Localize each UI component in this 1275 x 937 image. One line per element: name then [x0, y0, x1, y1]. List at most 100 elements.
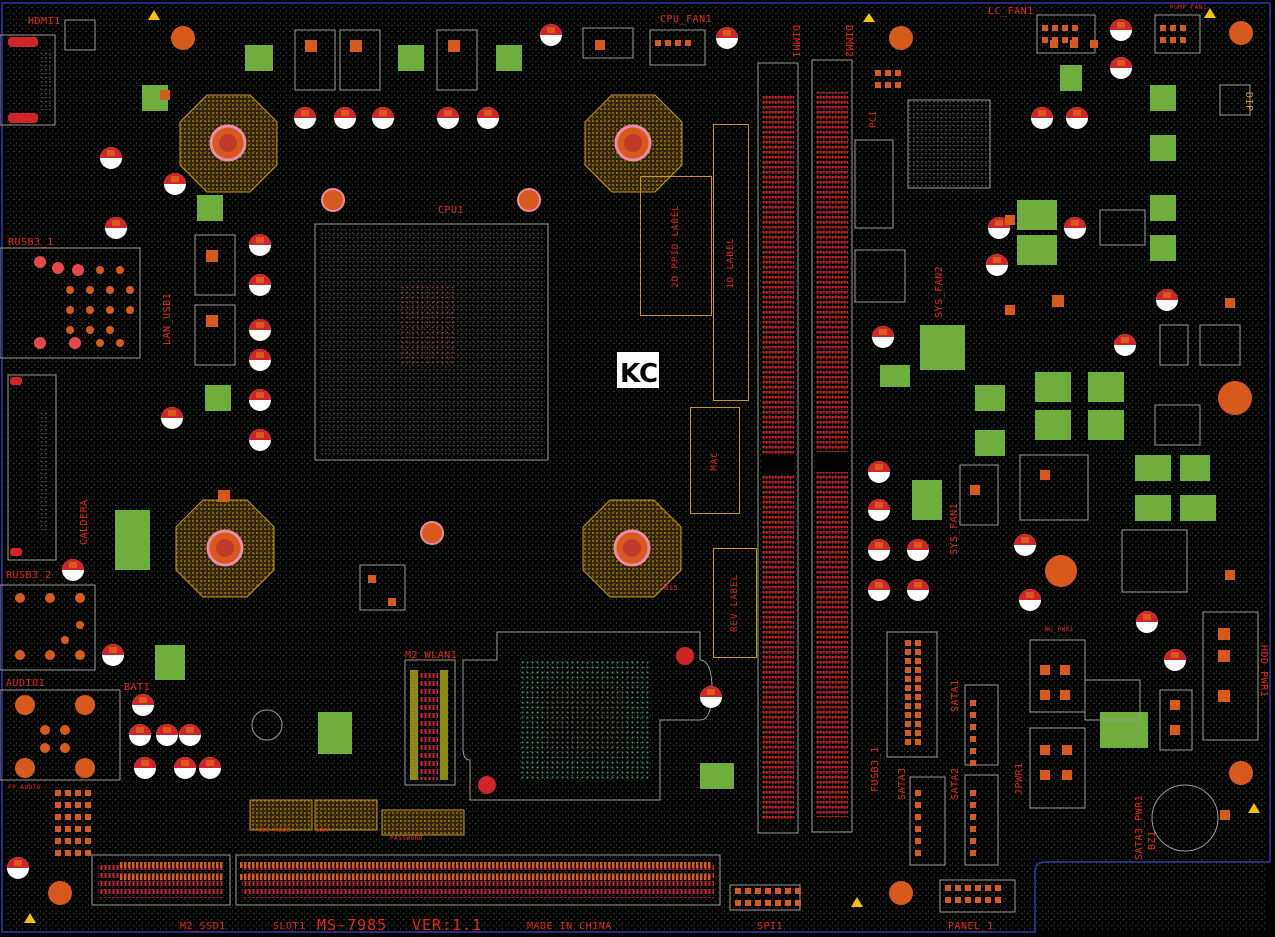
- header-pin: [368, 862, 371, 868]
- header-pin: [692, 862, 695, 868]
- label-jpwr: JPWR1: [1014, 762, 1025, 795]
- label-rusb3-2: RUSB3_2: [6, 570, 52, 581]
- sata1-connector: [964, 684, 999, 766]
- header-pin: [75, 838, 81, 844]
- header-pin: [745, 888, 751, 894]
- header-pin: [256, 862, 259, 868]
- header-pin: [404, 874, 407, 880]
- header-pin: [536, 874, 539, 880]
- smd-component: [912, 480, 942, 520]
- header-pin: [412, 874, 415, 880]
- pad: [1218, 690, 1230, 702]
- jumper-label-blocks: [249, 799, 465, 836]
- label-pci: PCI: [869, 110, 879, 128]
- header-pin: [975, 897, 981, 903]
- header-pin: [412, 862, 415, 868]
- header-pin: [1180, 25, 1186, 31]
- pad: [1040, 690, 1050, 700]
- header-pin: [905, 703, 911, 709]
- label-rusb3-1: RUSB3_1: [8, 237, 54, 248]
- header-pin: [616, 874, 619, 880]
- header-pin: [216, 862, 219, 868]
- smd-component: [1035, 410, 1071, 440]
- header-pin: [440, 862, 443, 868]
- header-pin: [648, 862, 651, 868]
- label-lan: LAN: [316, 827, 329, 834]
- header-pin: [240, 874, 243, 880]
- pad: [970, 485, 980, 495]
- pad: [1052, 295, 1064, 307]
- header-pin: [632, 874, 635, 880]
- header-pin: [132, 874, 135, 880]
- pad: [1225, 570, 1235, 580]
- header-pin: [160, 874, 163, 880]
- header-pin: [528, 862, 531, 868]
- label-2d-ppid-text: 2D PPID LABEL: [671, 204, 681, 288]
- label-sata3: SATA3: [897, 767, 908, 800]
- header-pin: [424, 874, 427, 880]
- header-pin: [65, 790, 71, 796]
- smd-component: [205, 385, 231, 411]
- header-pin: [708, 862, 711, 868]
- header-pin: [408, 874, 411, 880]
- capacitor: [129, 724, 151, 746]
- header-pin: [592, 862, 595, 868]
- header-pin: [260, 862, 263, 868]
- header-pin: [432, 862, 435, 868]
- header-pin: [584, 874, 587, 880]
- smd-component: [1150, 195, 1176, 221]
- label-password: PASSWORD: [390, 835, 423, 842]
- capacitor: [1136, 611, 1158, 633]
- header-pin: [576, 874, 579, 880]
- header-pin: [915, 685, 921, 691]
- lc-fan-connector: [1036, 14, 1096, 54]
- header-pin: [352, 874, 355, 880]
- header-pin: [55, 814, 61, 820]
- header-pin: [624, 862, 627, 868]
- header-pin: [520, 874, 523, 880]
- header-pin: [304, 874, 307, 880]
- header-pin: [915, 712, 921, 718]
- pad: [1060, 690, 1070, 700]
- header-pin: [85, 838, 91, 844]
- header-pin: [376, 874, 379, 880]
- header-pin: [256, 874, 259, 880]
- capacitor: [134, 757, 156, 779]
- header-pin: [785, 888, 791, 894]
- header-pin: [652, 874, 655, 880]
- header-pin: [128, 874, 131, 880]
- header-pin: [915, 703, 921, 709]
- header-pin: [456, 862, 459, 868]
- smd-component: [920, 325, 965, 370]
- label-caldera: CALDERA: [79, 499, 90, 545]
- header-pin: [520, 862, 523, 868]
- header-pin: [975, 885, 981, 891]
- header-pin: [384, 862, 387, 868]
- smd-component: [64, 19, 96, 51]
- pad: [1218, 628, 1230, 640]
- header-pin: [488, 862, 491, 868]
- header-pin: [915, 694, 921, 700]
- header-pin: [284, 862, 287, 868]
- pad: [1218, 650, 1230, 662]
- header-pin: [985, 885, 991, 891]
- pad: [448, 40, 460, 52]
- header-pin: [204, 874, 207, 880]
- header-pin: [915, 658, 921, 664]
- smd-component: [1135, 455, 1171, 481]
- kc-logo: KC: [617, 352, 659, 389]
- header-pin: [775, 900, 781, 906]
- header-pin: [184, 862, 187, 868]
- smd-component: [1019, 454, 1089, 521]
- header-pin: [970, 802, 976, 808]
- header-pin: [344, 862, 347, 868]
- header-pin: [75, 802, 81, 808]
- label-pump-fan: PUMP_FAN1: [1170, 4, 1208, 11]
- header-pin: [152, 862, 155, 868]
- capacitor: [164, 173, 186, 195]
- label-sata1: SATA1: [950, 679, 961, 712]
- header-pin: [364, 874, 367, 880]
- header-pin: [1072, 37, 1078, 43]
- heatsink-mount-bottom-left: [175, 499, 275, 598]
- header-pin: [785, 900, 791, 906]
